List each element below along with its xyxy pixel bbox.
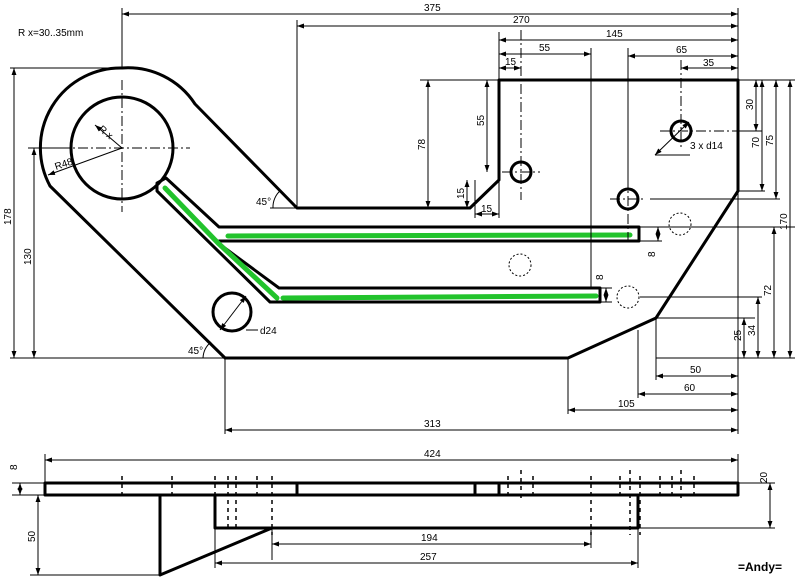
- dim-75: 75: [765, 134, 776, 146]
- leader-d24: [219, 295, 247, 331]
- dim-8a: 8: [647, 251, 658, 257]
- author-signature: =Andy=: [738, 560, 782, 574]
- dim-375: 375: [424, 3, 441, 14]
- dim-145: 145: [606, 29, 623, 40]
- dim-50: 50: [690, 365, 702, 376]
- dim-25: 25: [733, 329, 744, 341]
- dim-side-20: 20: [759, 471, 770, 483]
- dim-d24: d24: [260, 326, 277, 337]
- ref-hole-3: [616, 285, 640, 309]
- dim-34: 34: [747, 324, 758, 336]
- ref-hole-1: [668, 212, 692, 236]
- radius-note: R x=30..35mm: [18, 28, 83, 39]
- radius-line-r48: [47, 147, 123, 176]
- slot-highlight-lower: [280, 293, 599, 301]
- dim-257: 257: [420, 552, 437, 563]
- slot-highlight-upper: [162, 185, 280, 301]
- dim-72: 72: [763, 284, 774, 296]
- dim-30: 30: [745, 98, 756, 110]
- dim-55v: 55: [476, 114, 487, 126]
- dim-170: 170: [779, 213, 790, 230]
- dim-15a: 15: [505, 57, 517, 68]
- dim-78: 78: [417, 138, 428, 150]
- dim-8b: 8: [595, 274, 606, 280]
- dim-65: 65: [676, 45, 688, 56]
- plate-outline: [38, 66, 740, 360]
- angle-arc-top: [272, 189, 282, 209]
- angle-arc-bottom: [202, 341, 212, 359]
- top-view: R x R48 d24 3 x d14 45° 45°: [3, 3, 795, 434]
- guide-slot: [155, 176, 641, 304]
- dim-r48: R48: [54, 157, 75, 173]
- dim-15h: 15: [481, 204, 493, 215]
- dim-15v: 15: [456, 187, 467, 199]
- dim-side-50: 50: [27, 530, 38, 542]
- dim-270: 270: [513, 15, 530, 26]
- side-top-bar: [43, 481, 740, 497]
- slot-highlight-upper-long: [225, 232, 633, 239]
- dim-3xd14: 3 x d14: [690, 141, 723, 152]
- dim-angle-bottom: 45°: [188, 346, 203, 357]
- radius-line-rx: [94, 124, 123, 149]
- side-lower-body: [213, 495, 640, 530]
- dim-70: 70: [751, 136, 762, 148]
- dim-424: 424: [424, 449, 441, 460]
- hole-d24: [211, 291, 253, 333]
- dim-55: 55: [539, 43, 551, 54]
- dim-side-8: 8: [9, 464, 20, 470]
- dim-60: 60: [684, 383, 696, 394]
- dim-194: 194: [421, 533, 438, 544]
- dim-105: 105: [618, 399, 635, 410]
- side-view: 424 8 50 20 194 257: [9, 449, 775, 577]
- leader-3xd14: [654, 121, 690, 156]
- dim-35: 35: [703, 58, 715, 69]
- ref-hole-2: [508, 253, 532, 277]
- dim-130: 130: [23, 248, 34, 265]
- dim-178: 178: [3, 208, 14, 225]
- dim-angle-top: 45°: [256, 197, 271, 208]
- dim-313: 313: [424, 419, 441, 430]
